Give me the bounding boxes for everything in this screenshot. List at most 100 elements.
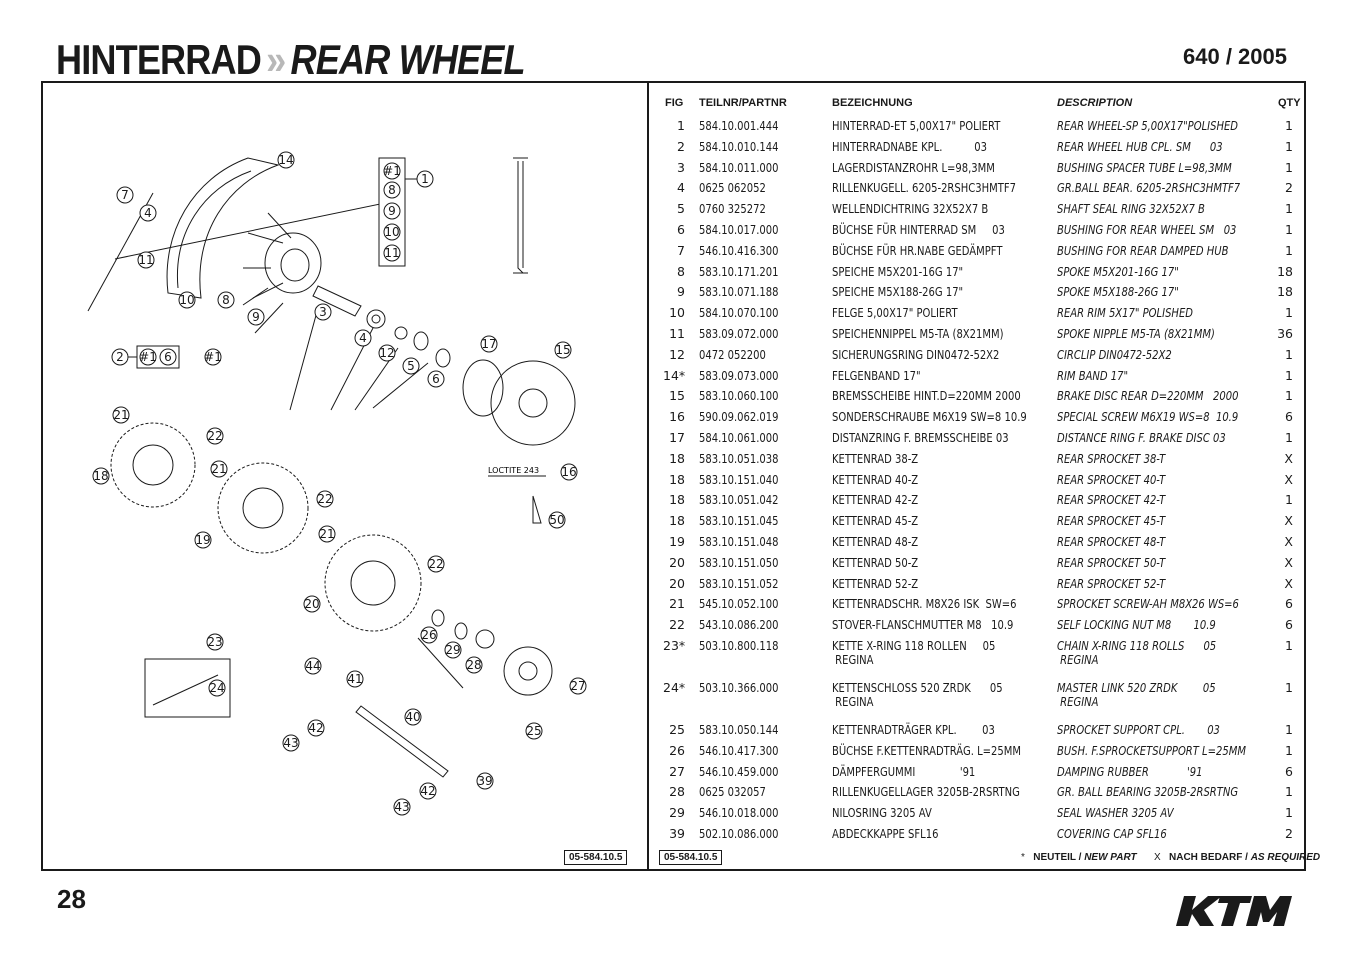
cell-description-en: SPROCKET SUPPORT CPL. 03	[1057, 722, 1220, 737]
set-box-item: 9	[388, 204, 396, 218]
set-box-item: 6	[164, 350, 172, 364]
cell-description-en: REAR SPROCKET 48-T	[1057, 534, 1166, 549]
cell-partnr: 546.10.459.000	[699, 763, 779, 779]
cell-partnr: 502.10.086.000	[699, 826, 779, 841]
callout: 26	[421, 628, 436, 642]
cell-description-de: KETTENRADSCHR. M8X26 ISK SW=6	[832, 596, 1017, 612]
chain-box	[144, 658, 231, 718]
cell-description-en: SPECIAL SCREW M6X19 WS=8 10.9	[1057, 409, 1239, 425]
cell-partnr: 0760 325272	[699, 201, 766, 217]
cell-description-de: KETTENRADTRÄGER KPL. 03	[832, 722, 995, 737]
cell-fig: 15	[669, 388, 685, 404]
set-box-ref: 2	[116, 350, 124, 364]
cell-description-de: KETTENRAD 48-Z	[832, 534, 919, 549]
cell-partnr: 583.10.151.045	[699, 513, 779, 529]
cell-description-en: REAR WHEEL HUB CPL. SM 03	[1057, 138, 1223, 154]
callout: 22	[207, 429, 222, 443]
cell-description-en: CIRCLIP DIN0472-52X2	[1057, 346, 1172, 362]
col-header-fig: FIG	[665, 97, 684, 109]
cell-description-en: REAR SPROCKET 42-T	[1057, 492, 1166, 508]
cell-description-en: BUSHING FOR REAR WHEEL SM 03	[1057, 222, 1237, 237]
cell-description-de: BÜCHSE FÜR HINTERRAD SM 03	[832, 222, 1005, 237]
callout: 4	[359, 331, 367, 345]
cell-partnr: 584.10.001.444	[699, 118, 779, 133]
loctite-label: LOCTITE 243	[488, 466, 539, 475]
cell-description-de: KETTENSCHLOSS 520 ZRDK 05 REGINA	[832, 680, 1003, 709]
set-box-item: 11	[384, 246, 399, 260]
cell-partnr: 546.10.416.300	[699, 242, 779, 258]
cell-description-de: SPEICHE M5X201-16G 17"	[832, 263, 964, 279]
callout: 14	[278, 153, 293, 167]
cell-description-de: RILLENKUGELL. 6205-2RSHC3HMTF7	[832, 180, 1016, 196]
cell-partnr: 584.10.061.000	[699, 430, 779, 445]
cell-fig: 11	[669, 326, 685, 341]
cell-partnr: 583.10.171.201	[699, 263, 779, 279]
cell-description-en: REAR SPROCKET 52-T	[1057, 575, 1166, 591]
cell-fig: 26	[669, 742, 685, 758]
callout: 21	[113, 408, 128, 422]
cell-fig: 6	[677, 222, 685, 237]
cell-qty: 1	[1285, 367, 1293, 383]
cell-description-en: SHAFT SEAL RING 32X52X7 B	[1057, 201, 1205, 217]
cell-qty: X	[1284, 575, 1293, 591]
cell-description-en: BUSHING SPACER TUBE L=98,3MM	[1057, 159, 1232, 175]
spacer-tube-drawing	[312, 285, 362, 317]
ktm-logo	[1176, 896, 1292, 926]
cell-qty: 1	[1285, 388, 1293, 404]
cell-description-en: DISTANCE RING F. BRAKE DISC 03	[1057, 430, 1226, 445]
set-box-top: #1 8 9 10 11 1	[378, 157, 434, 267]
cell-partnr: 584.10.017.000	[699, 222, 779, 237]
cell-description-de: STOVER-FLANSCHMUTTER M8 10.9	[832, 617, 1014, 633]
cell-qty: 1	[1285, 492, 1293, 508]
callout: 12	[379, 346, 394, 360]
set-box-item: #1	[139, 350, 157, 364]
divider	[647, 83, 649, 869]
cell-description-en: SEAL WASHER 3205 AV	[1057, 805, 1174, 821]
cell-partnr: 583.10.051.038	[699, 450, 779, 466]
cell-fig: 7	[677, 242, 685, 258]
cell-qty: X	[1284, 450, 1293, 466]
cell-description-en: DAMPING RUBBER '91	[1057, 763, 1203, 779]
cell-description-en: BUSH. F.SPROCKETSUPPORT L=25MM	[1057, 742, 1246, 758]
cell-fig: 14*	[663, 367, 686, 383]
callout: 23	[207, 635, 222, 649]
legend-as-required: X NACH BEDARF / AS REQUIRED	[1154, 852, 1320, 863]
cell-description-de: SONDERSCHRAUBE M6X19 SW=8 10.9	[832, 409, 1027, 425]
cell-partnr: 583.10.151.048	[699, 534, 779, 549]
col-header-en: DESCRIPTION	[1057, 97, 1133, 109]
cell-partnr: 583.10.151.040	[699, 471, 779, 487]
callout: 39	[477, 774, 492, 788]
callout: 25	[526, 724, 541, 738]
cell-partnr: 590.09.062.019	[699, 409, 779, 425]
hub-drawing	[243, 212, 322, 299]
callout: 9	[252, 310, 260, 324]
cell-description-en: REAR RIM 5X17" POLISHED	[1057, 305, 1193, 321]
sprocket-20-drawing	[324, 534, 422, 632]
cell-qty: 2	[1285, 826, 1293, 841]
cell-description-en: GR.BALL BEAR. 6205-2RSHC3HMTF7	[1057, 180, 1241, 196]
sprocket-19-drawing	[217, 462, 309, 554]
cell-partnr: 583.10.060.100	[699, 388, 779, 404]
callout: 20	[304, 597, 319, 611]
cell-description-de: SPEICHE M5X188-26G 17"	[832, 284, 964, 300]
axle-drawing	[355, 705, 449, 778]
cell-fig: 4	[677, 180, 685, 196]
cell-qty: 1	[1285, 242, 1293, 258]
parts-table: FIG TEILNR/PARTNR BEZEICHNUNG DESCRIPTIO…	[649, 83, 1320, 869]
cell-description-en: SPOKE NIPPLE M5-TA (8X21MM)	[1057, 326, 1215, 341]
set-box-item: 8	[388, 183, 396, 197]
cell-fig: 29	[669, 805, 685, 821]
page-title: HINTERRAD»REAR WHEEL	[56, 36, 526, 88]
cell-partnr: 543.10.086.200	[699, 617, 779, 633]
cell-qty: 6	[1285, 617, 1293, 633]
doc-number-right: 05-584.10.5	[659, 850, 723, 865]
cell-description-en: SELF LOCKING NUT M8 10.9	[1057, 617, 1216, 633]
cell-fig: 17	[669, 430, 685, 445]
cell-fig: 5	[677, 201, 685, 217]
exploded-diagram: #1 8 9 10 11 1 2 #1 6 #1 14 7 4 11 10 8 …	[87, 151, 587, 816]
cell-description-de: KETTENRAD 42-Z	[832, 492, 919, 508]
cell-description-en: MASTER LINK 520 ZRDK 05 REGINA	[1057, 680, 1216, 709]
cell-fig: 28	[669, 784, 685, 800]
legend-symbol: *	[1021, 852, 1025, 863]
cell-description-de: HINTERRADNABE KPL. 03	[832, 138, 987, 154]
